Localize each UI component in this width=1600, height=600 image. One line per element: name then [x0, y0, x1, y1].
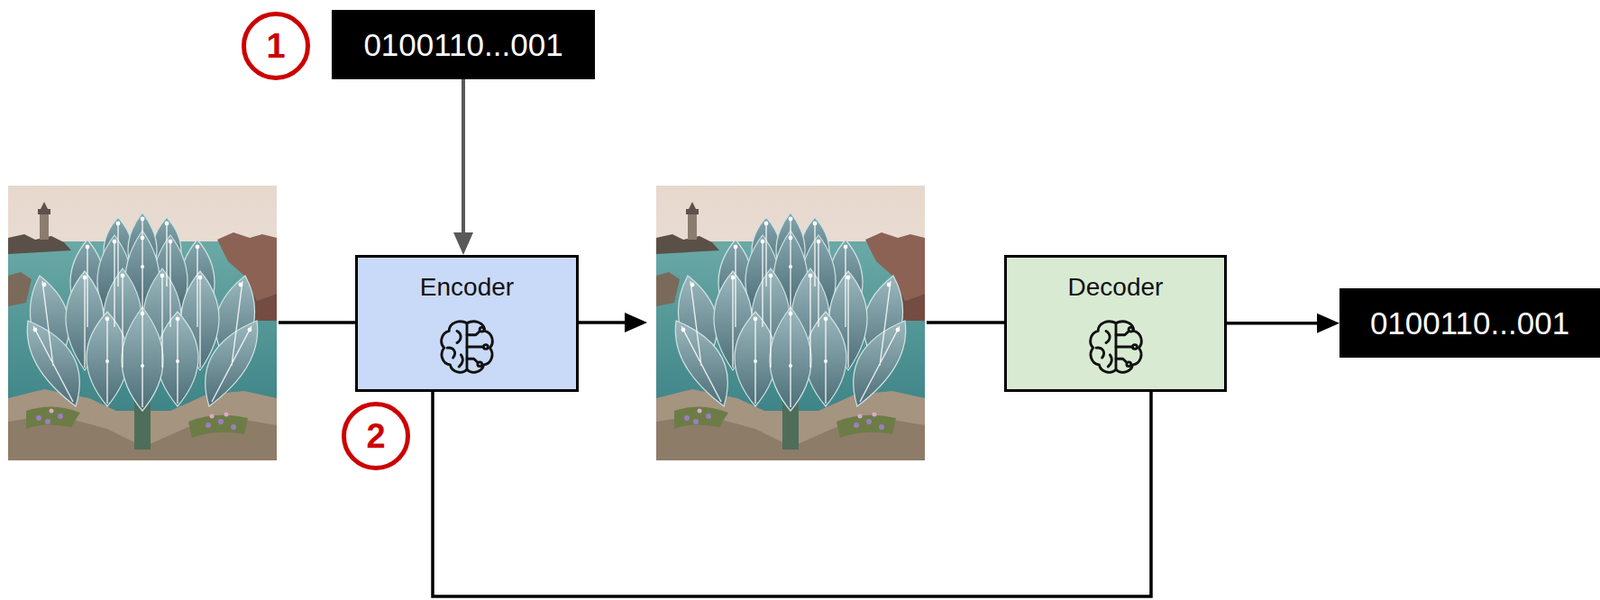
- cover-image: [8, 185, 277, 461]
- encoder-output-line: [578, 320, 626, 325]
- arrow-head: [624, 312, 648, 333]
- brain-icon: [1083, 317, 1149, 377]
- callout-number: 2: [341, 402, 411, 471]
- node-text: Encoder: [420, 272, 514, 303]
- image-input-line: [278, 320, 356, 325]
- node-text: 0100110...001: [363, 26, 563, 64]
- node-text: Decoder: [1068, 272, 1164, 303]
- node-text: 0100110...001: [1370, 304, 1570, 343]
- connector: [453, 79, 474, 256]
- callout-number: 1: [241, 11, 311, 81]
- decoder-input-line: [926, 320, 1005, 325]
- encoder-box: Encoder: [355, 255, 579, 393]
- message-bits: 0100110...001: [331, 9, 595, 80]
- decoder-box: Decoder: [1004, 255, 1227, 393]
- connector: [1226, 313, 1340, 334]
- connector: [432, 392, 1152, 597]
- watermarked-image: [656, 185, 925, 461]
- decoded-bits: 0100110...001: [1339, 288, 1600, 358]
- brain-icon: [434, 317, 500, 377]
